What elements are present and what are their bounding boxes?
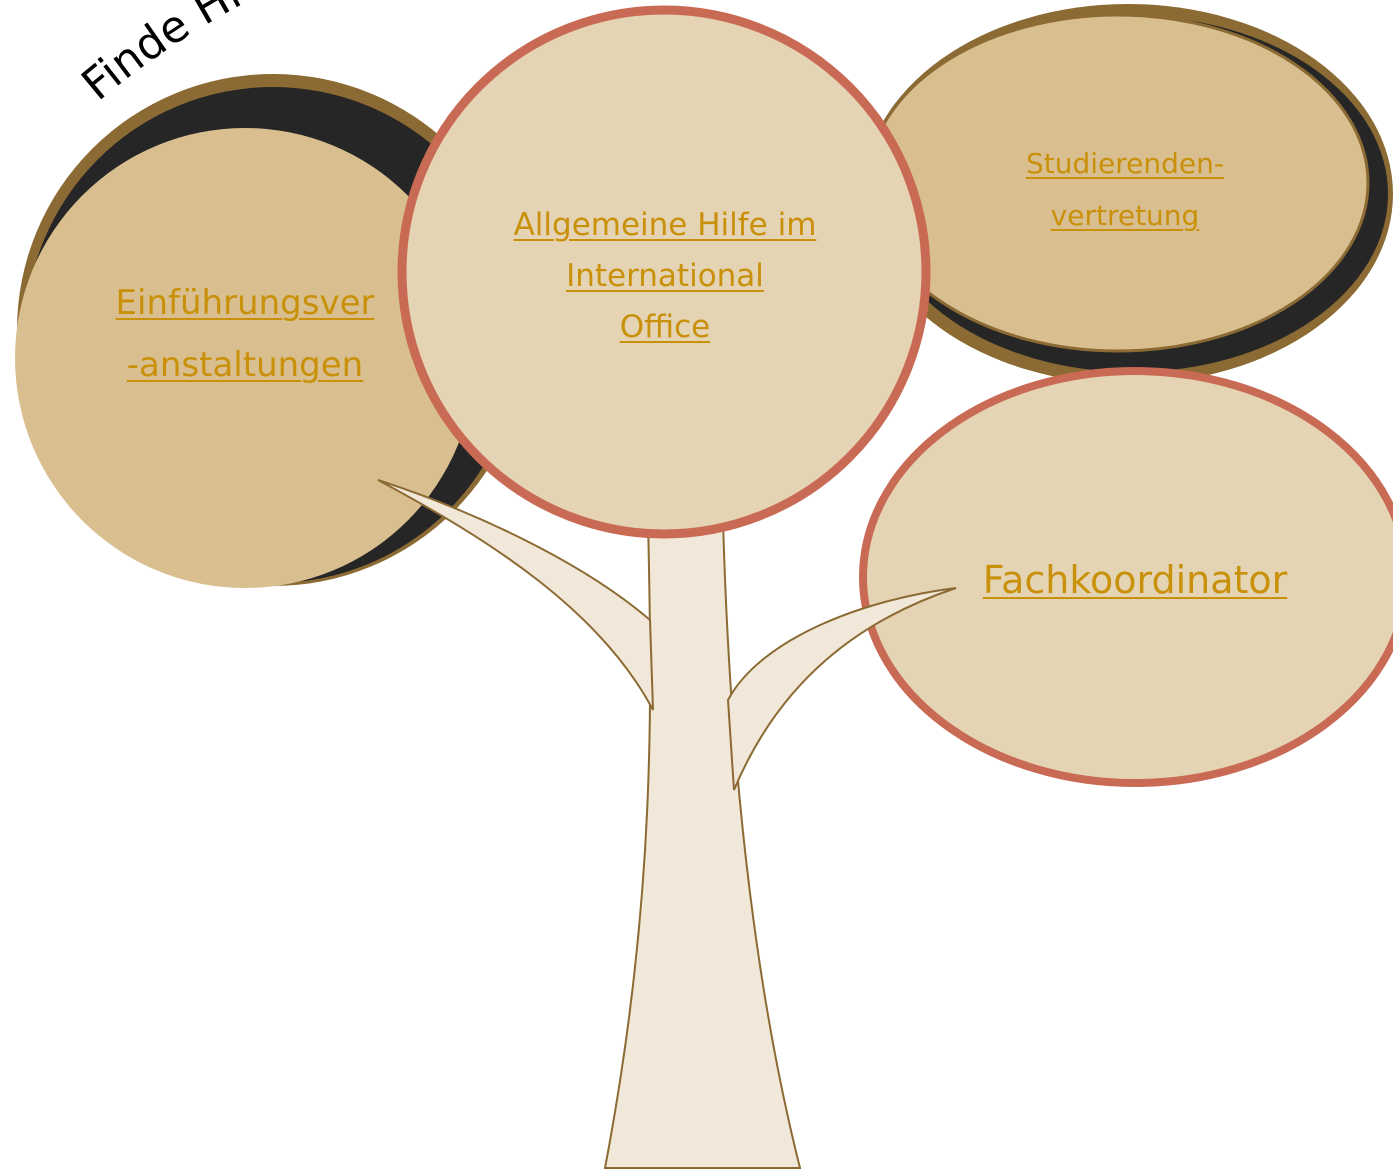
bubble-fach xyxy=(859,367,1393,787)
link-allgemein-line-3: Office xyxy=(619,309,711,345)
bubble-studierenden xyxy=(863,4,1393,384)
link-fachkoordinator[interactable]: Fachkoordinator xyxy=(925,550,1345,610)
link-allgemein-line-1: Allgemeine Hilfe im xyxy=(513,207,817,243)
link-einfuehrung-line-1: Einführungsver xyxy=(115,283,375,323)
bubble-allgemein xyxy=(397,5,931,539)
tree-branch-left xyxy=(377,479,654,711)
link-studierendenvertretung[interactable]: Studierenden- vertretung xyxy=(960,138,1290,242)
bubble-einfuehrung xyxy=(15,74,529,588)
link-allgemeine-hilfe[interactable]: Allgemeine Hilfe im International Office xyxy=(455,200,875,353)
link-fach-line-1: Fachkoordinator xyxy=(982,558,1288,602)
link-einfuehrung-line-2: -anstaltungen xyxy=(126,345,364,385)
link-studierenden-line-2: vertretung xyxy=(1050,199,1200,232)
link-einfuehrungsveranstaltungen[interactable]: Einführungsver -anstaltungen xyxy=(70,272,420,396)
link-studierenden-line-1: Studierenden- xyxy=(1026,147,1224,180)
bubble-einfuehrung-face xyxy=(15,128,475,588)
tree-branch-right xyxy=(726,587,957,791)
link-allgemein-line-2: International xyxy=(566,258,764,294)
